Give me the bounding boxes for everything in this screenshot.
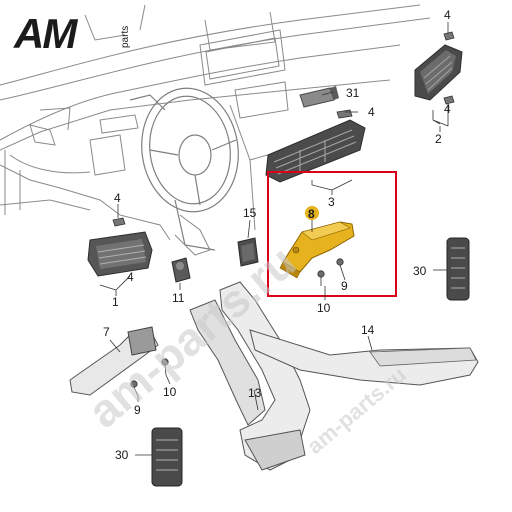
callout-labels: 4 31 4 4 2 3 4 4 1 15 11 8 9 10 30 7 14 … (103, 8, 451, 462)
duct-center-part (189, 281, 311, 471)
am-parts-logo: AM parts (13, 10, 131, 57)
vent-center-part (265, 119, 366, 183)
logo-main-text: AM (13, 10, 78, 57)
callout-8: 8 (308, 207, 315, 221)
callout-4: 4 (444, 8, 451, 22)
screw-8-parts (317, 258, 344, 286)
dashboard-outline (0, 4, 431, 256)
callout-2: 2 (435, 132, 442, 146)
callout-10: 10 (163, 385, 177, 399)
callout-9: 9 (134, 403, 141, 417)
part-8-badge (305, 206, 319, 220)
bracket-part-8 (279, 221, 355, 279)
callout-30: 30 (413, 264, 427, 278)
knob-part (171, 257, 191, 283)
duct-right-part (249, 329, 479, 386)
logo-sub-text: parts (120, 26, 131, 48)
callout-3: 3 (328, 195, 335, 209)
callout-7: 7 (103, 325, 110, 339)
grille-lower-part (151, 427, 183, 487)
callout-1: 1 (112, 295, 119, 309)
steering-wheel (129, 87, 239, 251)
vent-right-part (414, 44, 463, 101)
callout-4: 4 (114, 191, 121, 205)
sensor-part (299, 86, 339, 108)
callout-14: 14 (361, 323, 375, 337)
callout-13: 13 (248, 386, 262, 400)
callout-4: 4 (368, 105, 375, 119)
callout-9: 9 (341, 279, 348, 293)
callout-4: 4 (444, 102, 451, 116)
callout-31: 31 (346, 86, 360, 100)
grille-right-part (446, 237, 470, 301)
callout-11: 11 (172, 291, 185, 305)
vent-left-part (87, 231, 153, 277)
callout-4: 4 (127, 270, 134, 284)
leader-lines (99, 22, 449, 456)
trim-piece-part (237, 237, 259, 267)
callout-15: 15 (243, 206, 257, 220)
duct-left-part (69, 326, 159, 396)
screw-parts (130, 358, 169, 397)
center-display (199, 29, 289, 119)
highlight-frame (267, 171, 397, 297)
callout-30: 30 (115, 448, 129, 462)
callout-10: 10 (317, 301, 331, 315)
